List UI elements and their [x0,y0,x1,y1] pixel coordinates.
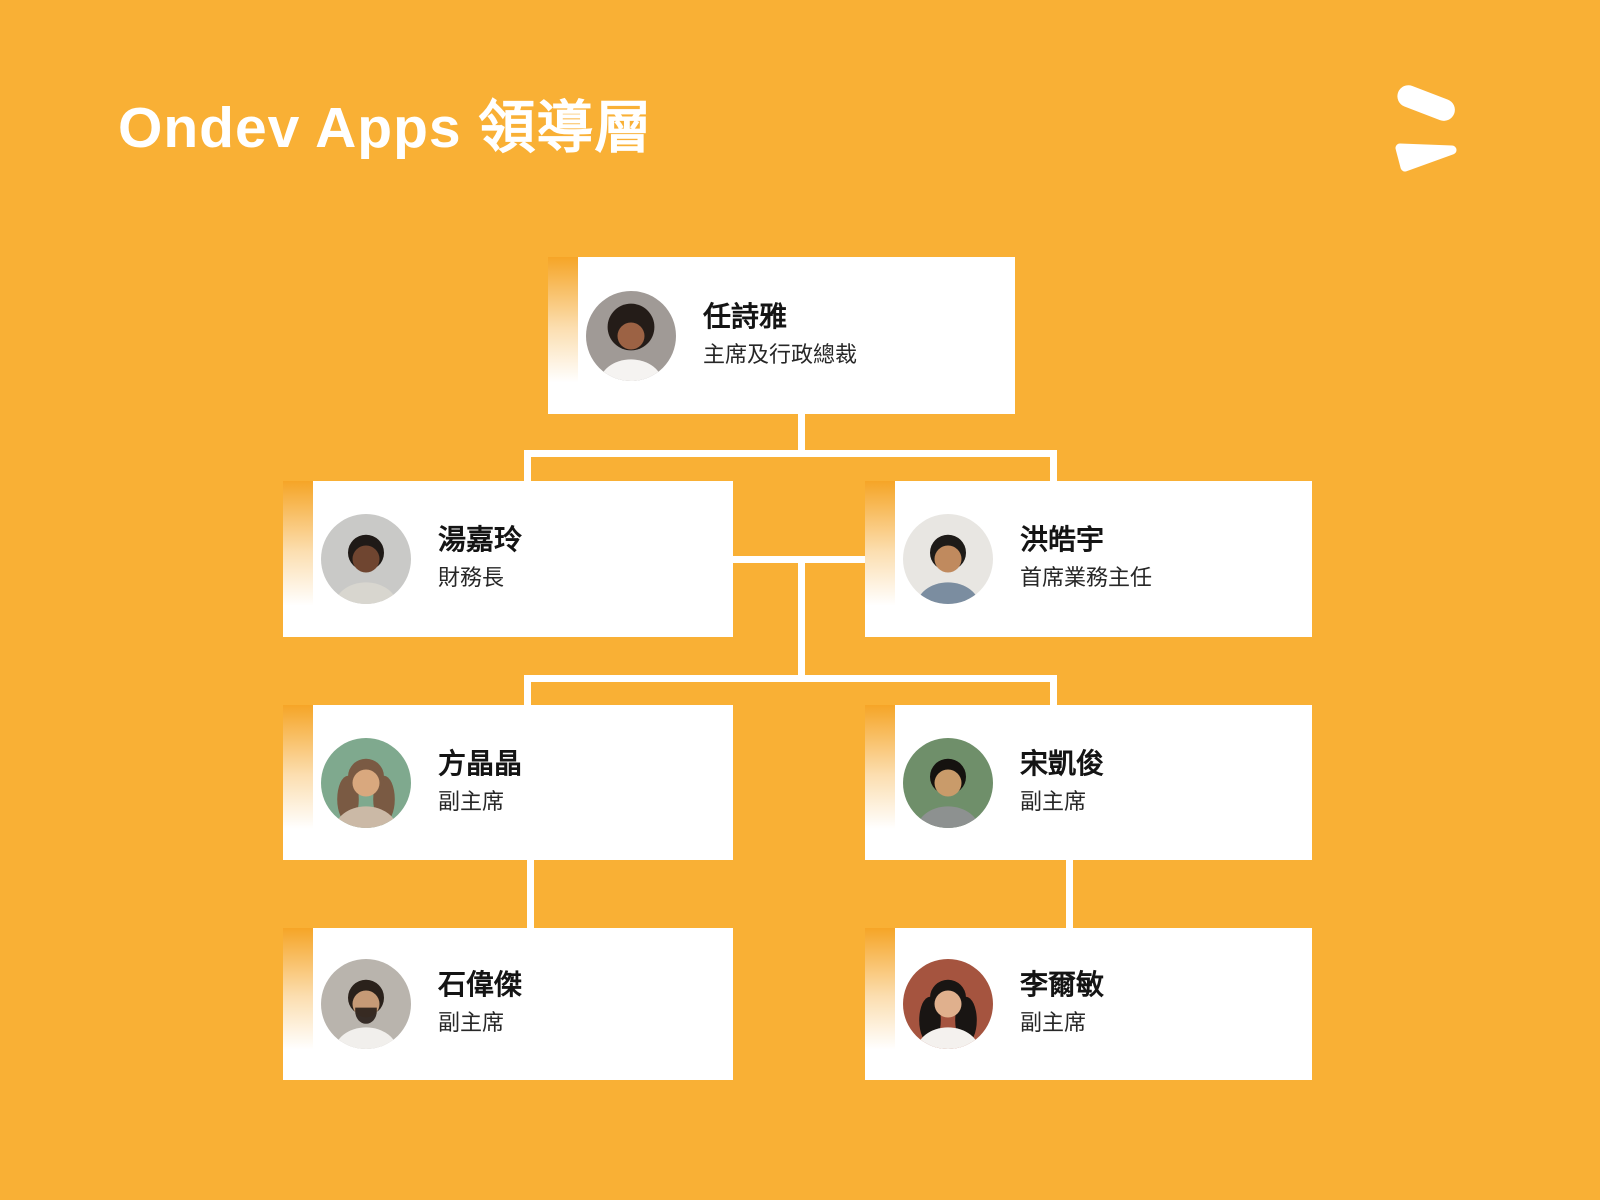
avatar [321,959,411,1049]
person-name: 李爾敏 [1020,969,1105,1001]
person-role: 副主席 [1020,788,1087,814]
card-edge-gradient [283,705,313,860]
person-info: 宋凱俊 副主席 [1020,747,1105,815]
org-card-vice-chair-1: 方晶晶 副主席 [283,705,733,860]
card-edge-gradient [283,928,313,1080]
person-name: 石偉傑 [438,969,523,1001]
avatar [321,737,411,828]
org-card-vice-chair-3: 石偉傑 副主席 [283,928,733,1080]
org-card-vice-chair-4: 李爾敏 副主席 [865,928,1312,1080]
avatar [586,290,676,381]
connector-ceo-drop [798,413,805,457]
person-info: 洪皓宇 首席業務主任 [1020,526,1152,591]
card-edge-gradient [865,928,895,1080]
avatar [903,514,993,604]
connector-level2-left-tick [524,450,531,482]
person-role: 財務長 [438,565,505,591]
person-role: 副主席 [1020,1010,1087,1036]
avatar [321,514,411,604]
page-title: Ondev Apps 領導層 [118,96,653,160]
org-card-cfo: 湯嘉玲 財務長 [283,481,733,637]
connector-level3-right-tick [1050,675,1057,706]
person-info: 李爾敏 副主席 [1020,971,1104,1036]
person-role: 副主席 [438,1010,505,1036]
ondev-apps-logo-icon [1392,84,1462,172]
card-edge-gradient [865,481,895,637]
card-edge-gradient [548,257,578,414]
connector-level3-left-tick [524,675,531,706]
org-card-chairman-ceo: 任詩雅 主席及行政總裁 [548,257,1015,414]
org-card-chief-business-officer: 洪皓宇 首席業務主任 [865,481,1312,637]
card-edge-gradient [283,481,313,637]
connector-row3-row4-left [527,858,534,929]
person-info: 任詩雅 主席及行政總裁 [703,300,858,368]
card-edge-gradient [865,705,895,860]
person-info: 湯嘉玲 財務長 [438,526,522,591]
connector-row3-row4-right [1066,858,1073,929]
connector-level2-hbar [524,450,1057,457]
connector-level2-right-tick [1050,450,1057,482]
person-role: 副主席 [438,788,505,814]
person-name: 任詩雅 [703,300,788,332]
person-name: 方晶晶 [438,747,523,779]
connector-center-drop [798,556,805,682]
connector-level3-hbar [524,675,1057,682]
person-info: 石偉傑 副主席 [438,971,522,1036]
person-name: 洪皓宇 [1020,524,1105,556]
org-card-vice-chair-2: 宋凱俊 副主席 [865,705,1312,860]
person-name: 宋凱俊 [1020,747,1105,779]
person-role: 主席及行政總裁 [703,341,858,367]
avatar [903,737,993,828]
person-info: 方晶晶 副主席 [438,747,523,815]
avatar [903,959,993,1049]
person-role: 首席業務主任 [1020,565,1153,591]
person-name: 湯嘉玲 [438,524,523,556]
